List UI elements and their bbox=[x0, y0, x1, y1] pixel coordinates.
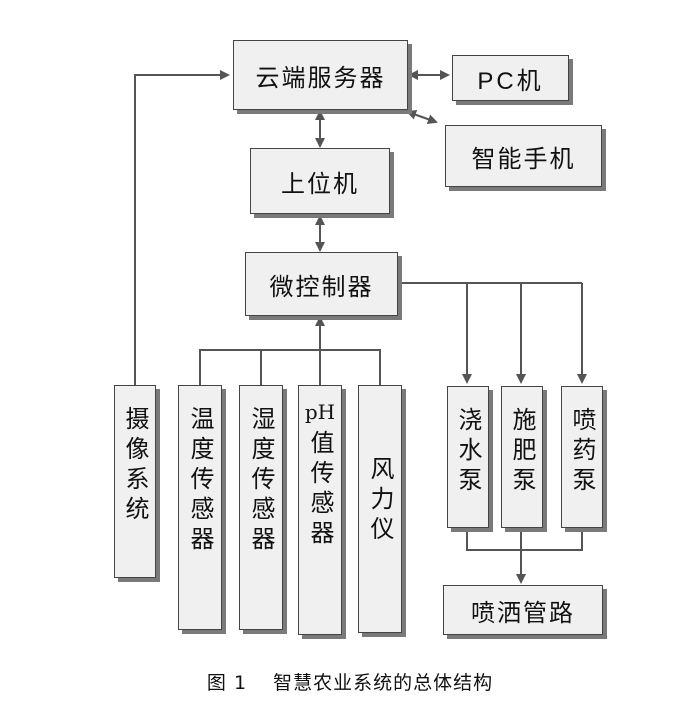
spray-pipeline-node: 喷洒管路 bbox=[443, 585, 603, 635]
pc-label: PC机 bbox=[477, 67, 544, 95]
temperature-sensor-node: 温度传感器 bbox=[178, 385, 222, 630]
cloud-server-node: 云端服务器 bbox=[233, 40, 408, 110]
microcontroller-label: 微控制器 bbox=[269, 272, 374, 301]
figure-caption: 图 1 智慧农业系统的总体结构 bbox=[0, 668, 700, 695]
smartphone-node: 智能手机 bbox=[445, 125, 602, 187]
ph-sensor-label: 值传感器 bbox=[306, 430, 334, 550]
camera-to-cloud-arrow bbox=[134, 70, 230, 385]
camera-system-label: 摄像系统 bbox=[121, 406, 149, 526]
humidity-sensor-label: 湿度传感器 bbox=[247, 406, 275, 556]
figure-title: 智慧农业系统的总体结构 bbox=[273, 672, 494, 694]
anemometer-node: 风力仪 bbox=[358, 385, 402, 633]
temperature-sensor-label: 温度传感器 bbox=[186, 406, 214, 556]
irrigation-pump-node: 浇水泵 bbox=[447, 386, 489, 528]
pumps-to-pipe-line bbox=[466, 528, 583, 551]
spray-pipeline-label: 喷洒管路 bbox=[471, 598, 575, 627]
cloud-server-label: 云端服务器 bbox=[255, 63, 386, 92]
pc-node: PC机 bbox=[452, 55, 569, 101]
spray-pump-node: 喷药泵 bbox=[561, 386, 603, 528]
ph-sensor-node: pH 值传感器 bbox=[298, 385, 342, 635]
cloud-phone-arrow bbox=[406, 109, 438, 125]
irrigation-pump-label: 浇水泵 bbox=[454, 407, 482, 497]
ph-sensor-prefix: pH bbox=[304, 400, 336, 424]
fertilizer-pump-label: 施肥泵 bbox=[508, 407, 536, 497]
host-computer-node: 上位机 bbox=[250, 148, 390, 214]
microcontroller-node: 微控制器 bbox=[245, 252, 398, 316]
fertilizer-pump-node: 施肥泵 bbox=[501, 386, 543, 528]
sensor-bus-line bbox=[199, 349, 381, 385]
spray-pump-label: 喷药泵 bbox=[568, 407, 596, 497]
figure-number: 图 1 bbox=[206, 672, 248, 694]
camera-system-node: 摄像系统 bbox=[114, 385, 156, 578]
smartphone-label: 智能手机 bbox=[471, 144, 576, 173]
humidity-sensor-node: 湿度传感器 bbox=[239, 385, 283, 630]
host-computer-label: 上位机 bbox=[281, 169, 359, 198]
anemometer-label: 风力仪 bbox=[366, 456, 394, 546]
